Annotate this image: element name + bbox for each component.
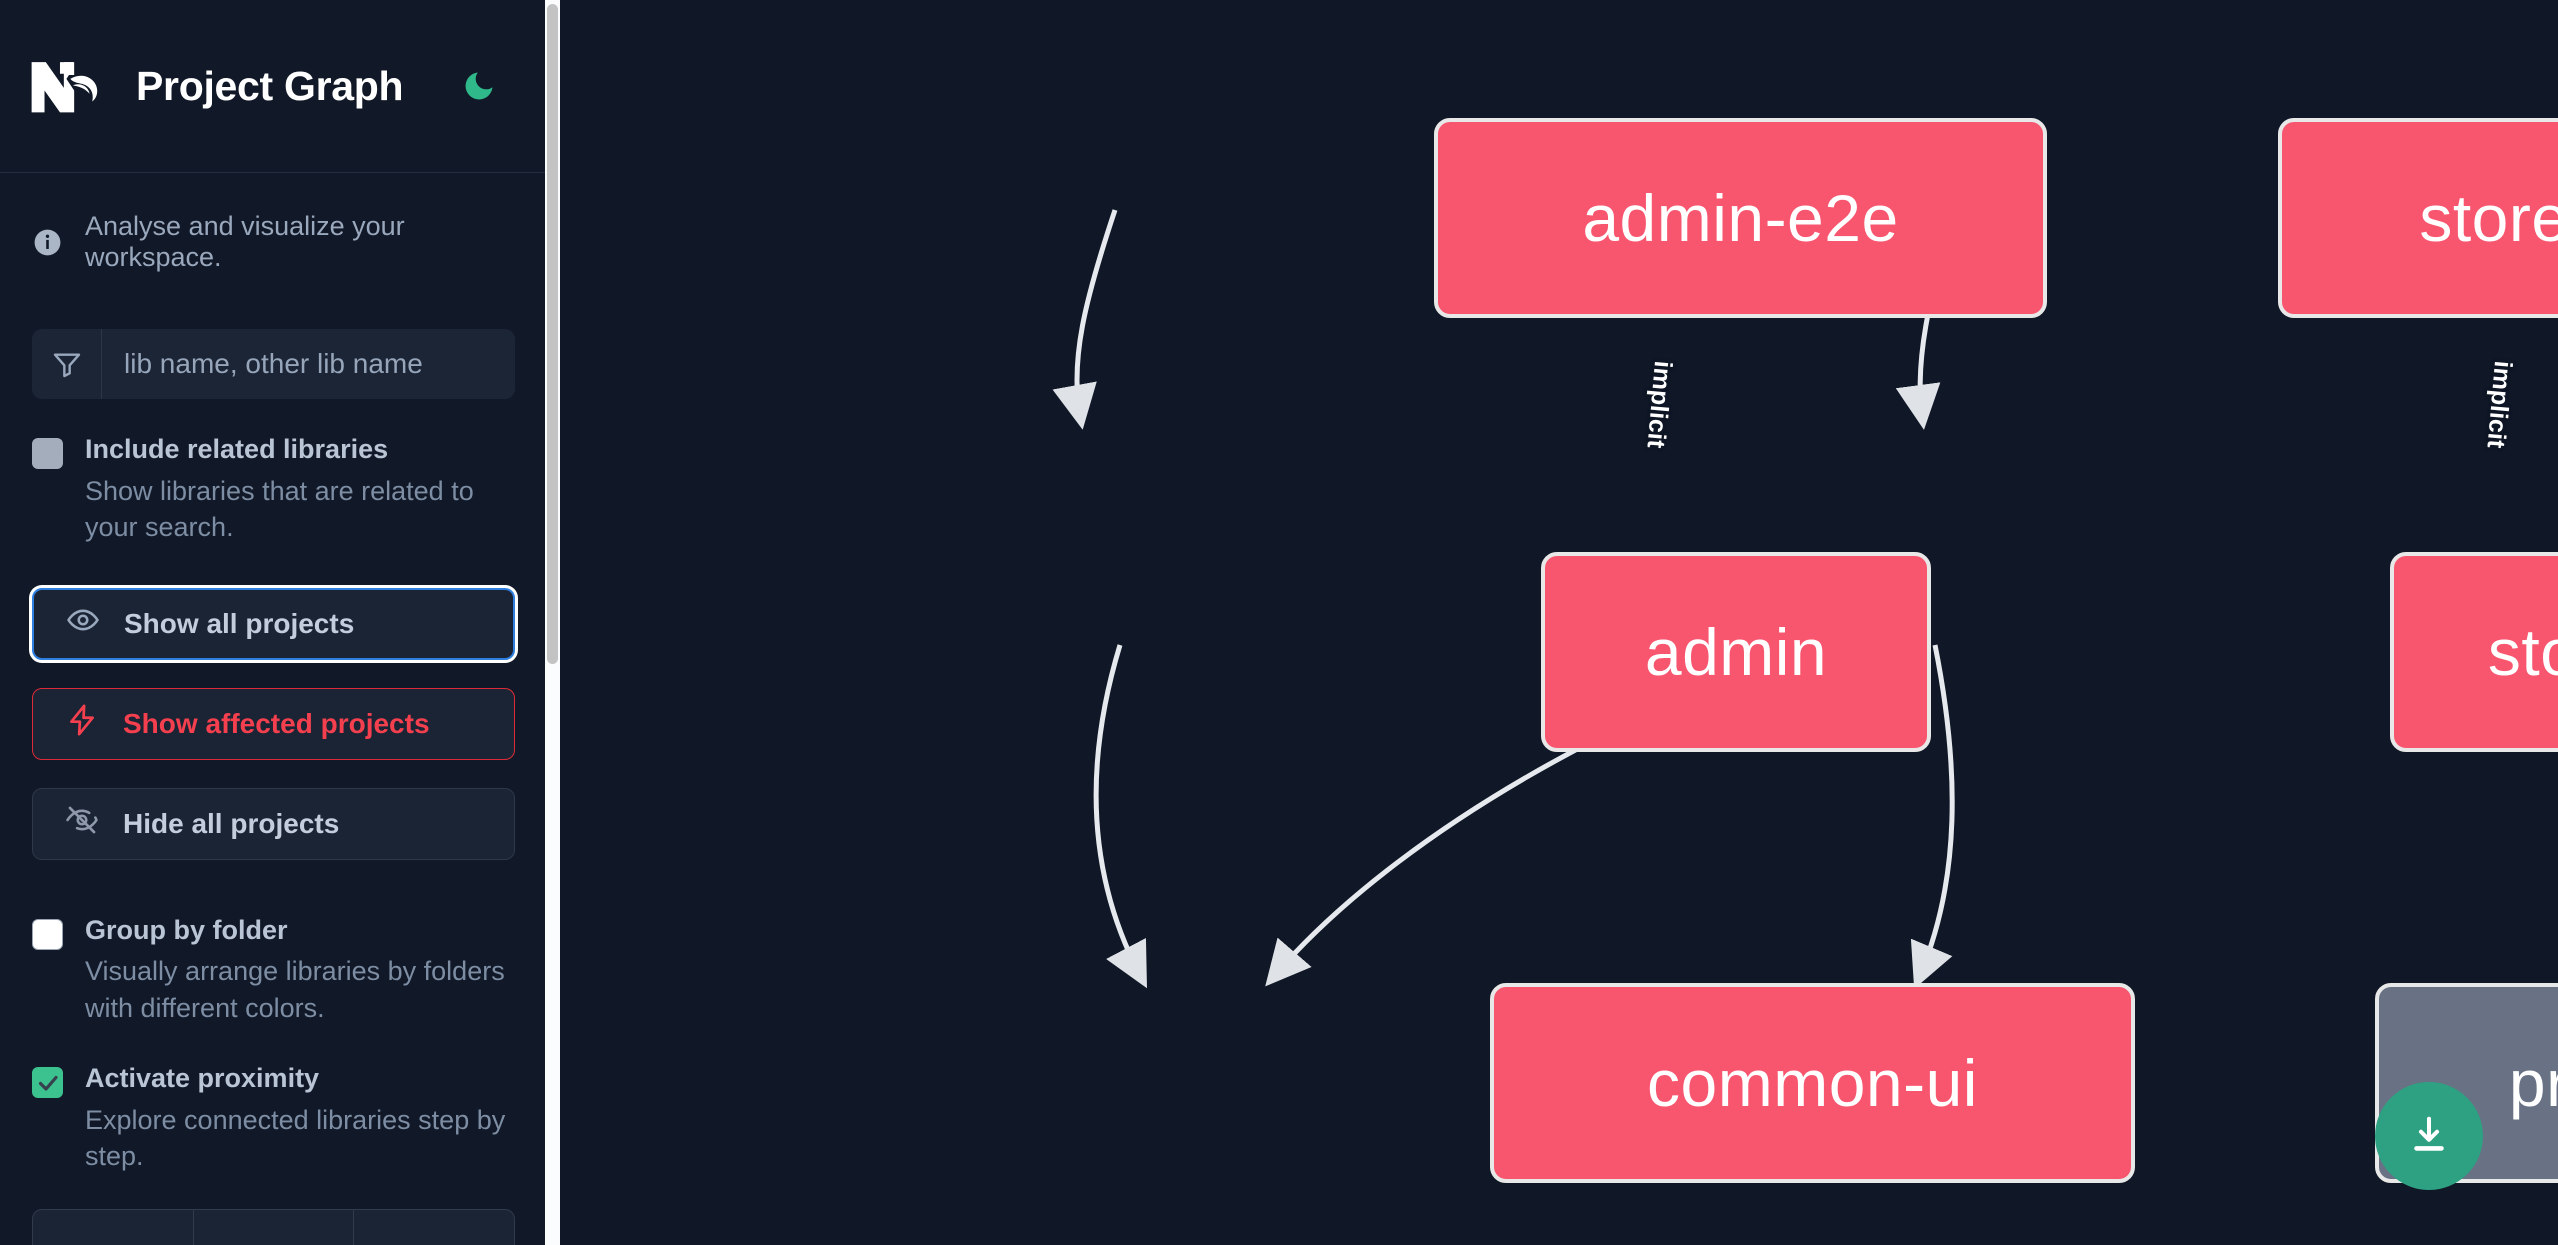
visibility-button-group: Show all projects Show affected projects xyxy=(0,546,545,860)
search-input[interactable] xyxy=(102,329,515,399)
sidebar-scroll-region: Project Graph Analyse and visualize y xyxy=(0,0,545,1245)
proximity-value xyxy=(194,1209,355,1245)
activate-proximity-description: Explore connected libraries step by step… xyxy=(85,1105,506,1172)
show-all-projects-button[interactable]: Show all projects xyxy=(32,587,515,660)
edge-label-store-e2e-store: implicit xyxy=(2481,359,2518,450)
show-affected-projects-button[interactable]: Show affected projects xyxy=(32,687,515,760)
include-related-libraries-description: Show libraries that are related to your … xyxy=(85,475,474,543)
sidebar-scrollbar[interactable] xyxy=(545,0,560,1245)
sidebar-scrollbar-thumb[interactable] xyxy=(547,4,558,664)
graph-node-label: products xyxy=(2508,1046,2558,1120)
eye-off-icon xyxy=(65,803,99,844)
graph-canvas[interactable]: admin-e2e store-e2e admin store common-u… xyxy=(560,0,2558,1245)
page-title: Project Graph xyxy=(136,62,404,109)
hide-all-projects-label: Hide all projects xyxy=(123,807,340,839)
include-related-libraries-label: Include related libraries xyxy=(85,434,389,464)
workspace-info: Analyse and visualize your workspace. xyxy=(0,173,545,273)
graph-node-store[interactable]: store xyxy=(2390,552,2558,752)
graph-node-admin-e2e[interactable]: admin-e2e xyxy=(1434,118,2047,318)
graph-node-label: common-ui xyxy=(1647,1046,1978,1120)
brand-header: Project Graph xyxy=(0,0,545,172)
sidebar: Project Graph Analyse and visualize y xyxy=(0,0,560,1245)
activate-proximity-checkbox[interactable] xyxy=(32,1067,63,1099)
proximity-increase-button[interactable] xyxy=(354,1210,514,1245)
show-affected-projects-label: Show affected projects xyxy=(123,707,430,739)
group-by-folder-label: Group by folder xyxy=(85,914,288,945)
proximity-stepper-group[interactable] xyxy=(32,1208,515,1245)
nx-logo xyxy=(30,57,108,115)
info-icon xyxy=(32,227,63,258)
moon-icon[interactable] xyxy=(457,64,501,108)
search-field[interactable] xyxy=(32,329,515,399)
group-by-folder-description: Visually arrange libraries by folders wi… xyxy=(85,956,505,1023)
include-related-libraries-checkbox[interactable] xyxy=(32,438,63,469)
group-by-folder-checkbox[interactable] xyxy=(32,918,63,950)
graph-node-label: admin xyxy=(1644,615,1828,689)
edge-admin-common-ui xyxy=(1093,644,1147,989)
graph-node-label: store xyxy=(2487,615,2558,689)
workspace-info-text: Analyse and visualize your workspace. xyxy=(85,211,405,272)
activate-proximity-label: Activate proximity xyxy=(85,1063,320,1094)
header-divider xyxy=(0,172,545,173)
graph-node-label: store-e2e xyxy=(2419,181,2558,255)
eye-icon xyxy=(66,603,100,644)
graph-node-store-e2e[interactable]: store-e2e xyxy=(2278,118,2558,318)
include-related-libraries-option[interactable]: Include related libraries Show libraries… xyxy=(0,399,545,546)
edge-admin-e2e-admin xyxy=(1052,209,1118,430)
show-all-projects-label: Show all projects xyxy=(124,607,355,639)
graph-node-admin[interactable]: admin xyxy=(1541,552,1931,752)
download-icon xyxy=(2406,1112,2452,1161)
graph-node-label: admin-e2e xyxy=(1582,181,1899,255)
graph-node-common-ui[interactable]: common-ui xyxy=(1490,983,2135,1183)
activate-proximity-option[interactable]: Activate proximity Explore connected lib… xyxy=(0,1026,545,1175)
bolt-icon xyxy=(65,703,99,744)
proximity-decrease-button[interactable] xyxy=(33,1209,194,1245)
edge-label-admin-e2e-admin: implicit xyxy=(1641,359,1678,450)
filter-icon xyxy=(32,329,102,399)
hide-all-projects-button[interactable]: Hide all projects xyxy=(32,787,515,860)
group-by-folder-option[interactable]: Group by folder Visually arrange librari… xyxy=(0,860,545,1027)
download-graph-button[interactable] xyxy=(2375,1082,2483,1190)
